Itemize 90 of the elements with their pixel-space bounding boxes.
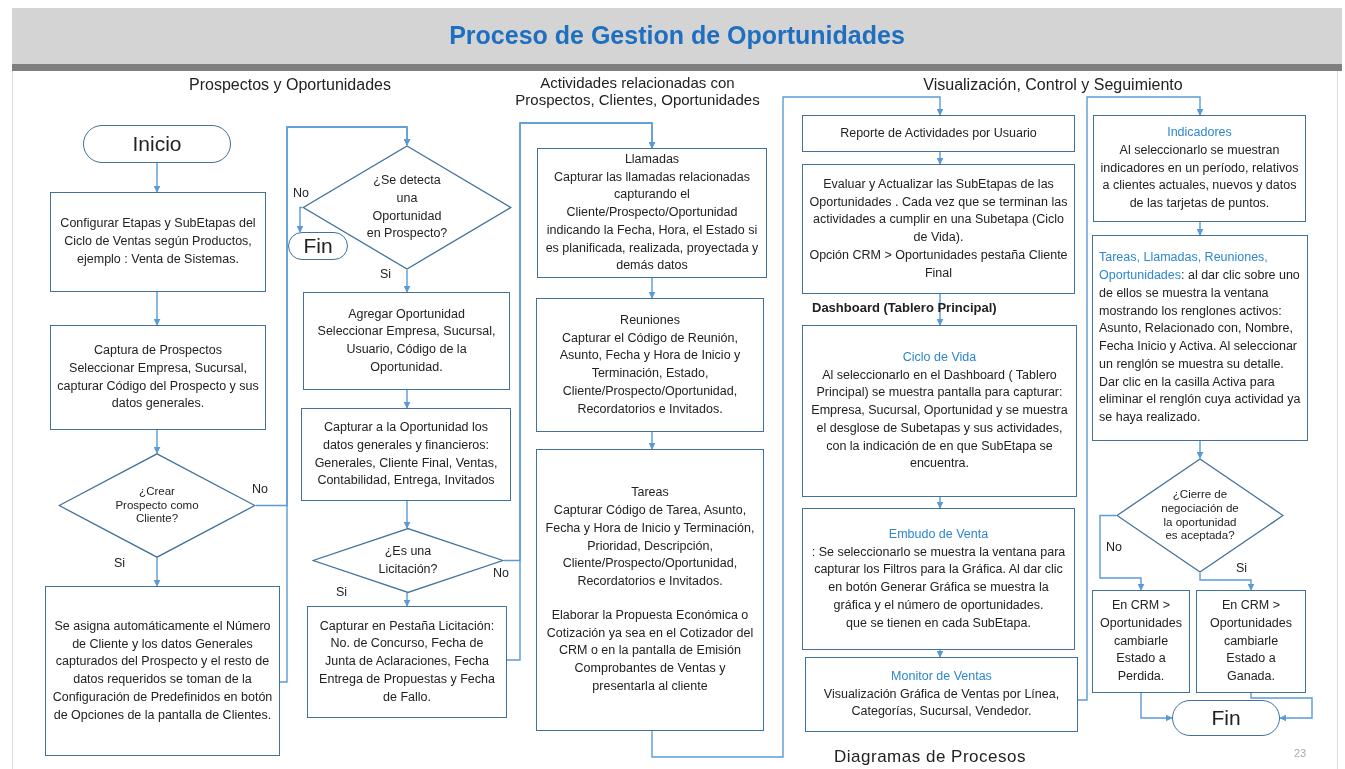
process-box xyxy=(303,292,510,390)
section-heading: Visualización, Control y Seguimiento xyxy=(922,76,1184,94)
terminator xyxy=(288,232,348,260)
terminator xyxy=(1172,700,1280,736)
box-text: Visualización Gráfica de Ventas por Línea, Categorías, Sucursal, Vendedor. xyxy=(822,685,1061,721)
footer-text: Diagramas de Procesos xyxy=(833,747,1027,767)
flow-arrow xyxy=(403,389,411,409)
process-box xyxy=(802,508,1075,650)
box-text: Capturar Código de Tarea, Asunto, Fecha y Hora de Inicio y Terminación, Prioridad, Descripción, Cliente/Prospecto/Oportunidad, Recordatorios e Invitados. xyxy=(544,502,756,591)
process-box xyxy=(1093,115,1306,222)
box-heading: Evaluar y Actualizar las SubEtapas de las Oportunidades . Cada vez que se terminan las actividades a cumplir en una Subetapa (Ciclo de Vida). xyxy=(809,175,1068,246)
flow-arrow xyxy=(1199,572,1255,591)
process-box xyxy=(1092,590,1190,693)
flow-arrow xyxy=(506,122,656,661)
terminator xyxy=(83,125,231,163)
decision-text: ¿Crear Prospecto como Cliente? xyxy=(115,484,199,527)
process-box xyxy=(1092,235,1308,441)
flow-arrow xyxy=(648,431,656,450)
box-text: que se tienen en cada SubEtapa. xyxy=(846,614,1031,632)
flow-arrow xyxy=(403,592,411,607)
terminator-text: Fin xyxy=(1211,705,1241,732)
box-text: Seleccionar Empresa, Sucursal, Usuario, Código de la Oportunidad. xyxy=(316,323,497,376)
process-box xyxy=(537,148,767,278)
process-box xyxy=(307,606,507,718)
process-box xyxy=(1196,590,1306,693)
box-text: Capturar en Pestaña Licitación: No. de Concurso, Fecha de Junta de Aclaraciones, Fecha Entrega de Propuestas y Fecha de Fallo. xyxy=(318,617,496,706)
flow-arrow xyxy=(936,496,944,509)
flow-arrow xyxy=(153,291,161,326)
flow-arrow xyxy=(1099,514,1145,591)
box-text: Al seleccionarlo en el Dashboard ( Tablero Principal) se muestra pantalla para capturar: Empresa, Sucursal, Oportunidad y se muestra el desglose de Subetapas y sus actividades, con la indicación de en que SubEtapa se encuentra. xyxy=(810,366,1069,473)
process-box xyxy=(805,657,1078,732)
box-heading: Indicadores xyxy=(1167,124,1232,142)
box-text: Capturar las llamadas relacionadas capturando el Cliente/Prospecto/Oportunidad indicando la Fecha, Hora, el Estado si es planificada, realizada, proyectada y demás datos xyxy=(544,168,760,275)
process-box xyxy=(301,408,511,501)
box-heading: Embudo de Venta xyxy=(888,525,989,543)
page-number: 23 xyxy=(1292,747,1308,759)
box-heading: Reuniones xyxy=(620,311,680,329)
process-box xyxy=(45,586,280,756)
flow-arrow xyxy=(403,500,411,529)
flow-arrow xyxy=(1250,692,1313,722)
process-box xyxy=(536,449,764,731)
flow-arrow xyxy=(153,557,161,587)
section-heading: Prospectos y Oportunidades xyxy=(188,76,392,94)
flow-arrow xyxy=(1140,692,1173,722)
decision-text: ¿Cierre de negociación de la oportunidad es aceptada? xyxy=(1160,487,1240,544)
box-text: Capturar a la Oportunidad los datos generales y financieros: Generales, Cliente Final, Ventas, Contabilidad, Entrega, Invitados xyxy=(313,419,499,490)
decision-text: ¿Se detecta una Oportunidad en Prospecto? xyxy=(366,172,448,243)
section-heading: Actividades relacionadas con Prospectos, Clientes, Oportunidades xyxy=(514,74,761,108)
terminator-text: Inicio xyxy=(132,131,182,158)
flow-arrow xyxy=(403,269,411,293)
box-text: Capturar el Código de Reunión, Asunto, Fecha y Hora de Inicio y Terminación, Estado, Cliente/Prospecto/Oportunidad, Recordatorios e Invitados. xyxy=(558,329,742,418)
flow-arrow xyxy=(153,162,161,193)
flow-arrow xyxy=(1196,221,1204,236)
section-heading: Dashboard (Tablero Principal) xyxy=(812,300,998,315)
box-heading: Llamadas xyxy=(624,150,680,168)
process-box xyxy=(802,325,1077,497)
process-box xyxy=(802,164,1075,294)
flow-arrow xyxy=(1077,96,1204,701)
page-title: Proceso de Gestion de Oportunidades xyxy=(448,21,906,50)
flow-arrow xyxy=(296,206,304,233)
box-text: Al seleccionarlo se muestran indicadores en un período, relativos a clientes actuales, nuevos y datos de las tarjetas de puntos. xyxy=(1100,141,1299,213)
terminator-text: Fin xyxy=(303,233,333,260)
flow-arrow xyxy=(936,293,944,326)
process-box xyxy=(536,298,764,432)
box-heading: Captura de Prospectos xyxy=(94,342,222,359)
decision-text: ¿Es una Licitación? xyxy=(377,542,439,578)
flow-arrow xyxy=(153,429,161,454)
flow-arrow xyxy=(648,277,656,299)
box-text: Se asigna automáticamente el Número de Cliente y los datos Generales capturados del Prospecto y el resto de datos requeridos se toman de la Configuración de Predefinidos en botón de Opciones de la pantalla de Clientes. xyxy=(52,617,273,724)
box-heading: Monitor de Ventas xyxy=(891,667,992,685)
flow-arrow xyxy=(651,96,944,758)
box-text: Tareas, Llamadas, Reuniones, Oportunidades: al dar clic sobre uno de ellos se muestra la ventana mostrando los renglones activos: Asunto, Relacionado con, Nombre, Fecha Inicio y Activa. Al seleccionar un renglón se muestra su detalle. Dar clic en la casilla Activa para eliminar el renglón cuya actividad ya se haya realizado. xyxy=(1099,249,1301,426)
flow-arrow xyxy=(279,126,411,683)
box-text: Seleccionar Empresa, Sucursal, capturar Código del Prospecto y sus datos generales. xyxy=(57,359,259,413)
box-text: En CRM > Oportunidades cambiarle Estado a Perdida. xyxy=(1099,597,1183,686)
process-box xyxy=(802,115,1075,152)
process-box xyxy=(50,325,266,430)
box-heading: Tareas xyxy=(631,484,669,502)
flow-arrow xyxy=(1196,440,1204,459)
flow-arrow xyxy=(936,151,944,165)
box-text: En CRM > Oportunidades cambiarle Estado a Ganada. xyxy=(1209,597,1293,686)
flow-arrow xyxy=(936,649,944,658)
process-box xyxy=(50,192,266,292)
box-text: Opción CRM > Oportunidades pestaña Cliente Final xyxy=(809,246,1068,282)
box-text: Reporte de Actividades por Usuario xyxy=(840,124,1037,142)
box-text: Configurar Etapas y SubEtapas del Ciclo de Ventas según Productos, ejemplo : Venta de Sistemas. xyxy=(59,215,257,268)
box-heading: Ciclo de Vida xyxy=(902,348,977,366)
box-text: : Se seleccionarlo se muestra la ventana para capturar los Filtros para la Gráfica. Al dar clic en botón Generar Gráfica se muestra la gráfica y el número de oportunidades. xyxy=(810,543,1067,614)
box-text: Elaborar la Propuesta Económica o Cotización ya sea en el Cotizador del CRM o en la pantalla de Emisión Comprobantes de Ventas y presentarla al cliente xyxy=(545,606,755,695)
box-heading: Agregar Oportunidad xyxy=(348,305,465,323)
